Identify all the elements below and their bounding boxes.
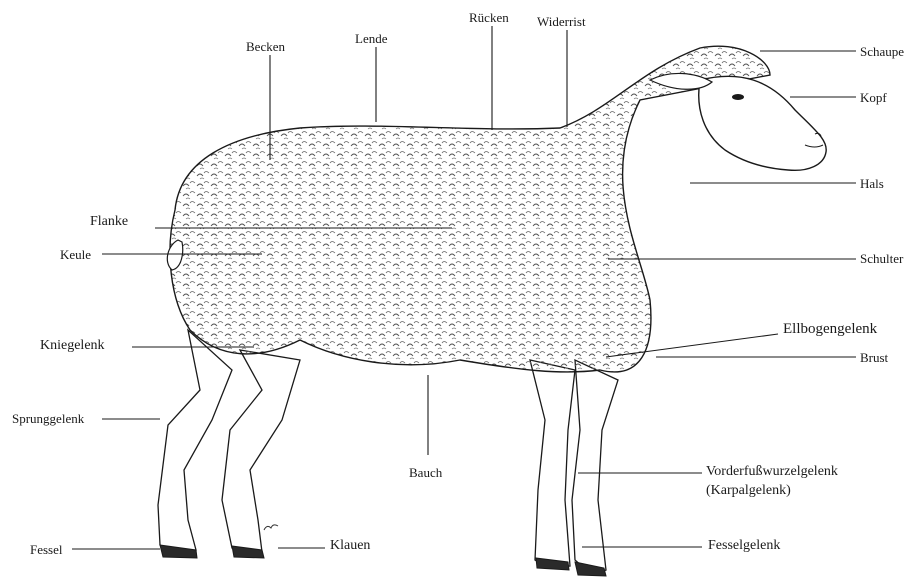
label-vorderfusswurzelgelenk-line1: Vorderfußwurzelgelenk xyxy=(706,462,838,481)
label-fessel: Fessel xyxy=(30,543,63,556)
label-widerrist: Widerrist xyxy=(537,15,586,28)
label-klauen: Klauen xyxy=(330,539,370,553)
label-ruecken: Rücken xyxy=(469,11,509,24)
sheep-eye xyxy=(732,94,744,100)
sheep-body xyxy=(170,46,770,372)
label-sprunggelenk: Sprunggelenk xyxy=(12,412,84,425)
label-kopf: Kopf xyxy=(860,91,887,104)
label-hals: Hals xyxy=(860,177,884,190)
label-keule: Keule xyxy=(60,248,91,261)
sheep-head xyxy=(699,76,826,170)
label-vorderfusswurzelgelenk: Vorderfußwurzelgelenk (Karpalgelenk) xyxy=(706,462,838,500)
label-fesselgelenk: Fesselgelenk xyxy=(708,539,780,553)
label-kniegelenk: Kniegelenk xyxy=(40,339,105,353)
label-karpalgelenk: (Karpalgelenk) xyxy=(706,481,838,500)
label-brust: Brust xyxy=(860,351,888,364)
label-lende: Lende xyxy=(355,32,387,45)
label-ellbogengelenk: Ellbogengelenk xyxy=(783,322,877,337)
hoof-sketch xyxy=(264,525,278,530)
label-schaupe: Schaupe xyxy=(860,45,904,58)
front-legs xyxy=(530,360,618,575)
label-schulter: Schulter xyxy=(860,252,903,265)
hind-legs xyxy=(158,330,300,555)
label-bauch: Bauch xyxy=(409,466,442,479)
label-flanke: Flanke xyxy=(90,215,128,229)
label-becken: Becken xyxy=(246,40,285,53)
